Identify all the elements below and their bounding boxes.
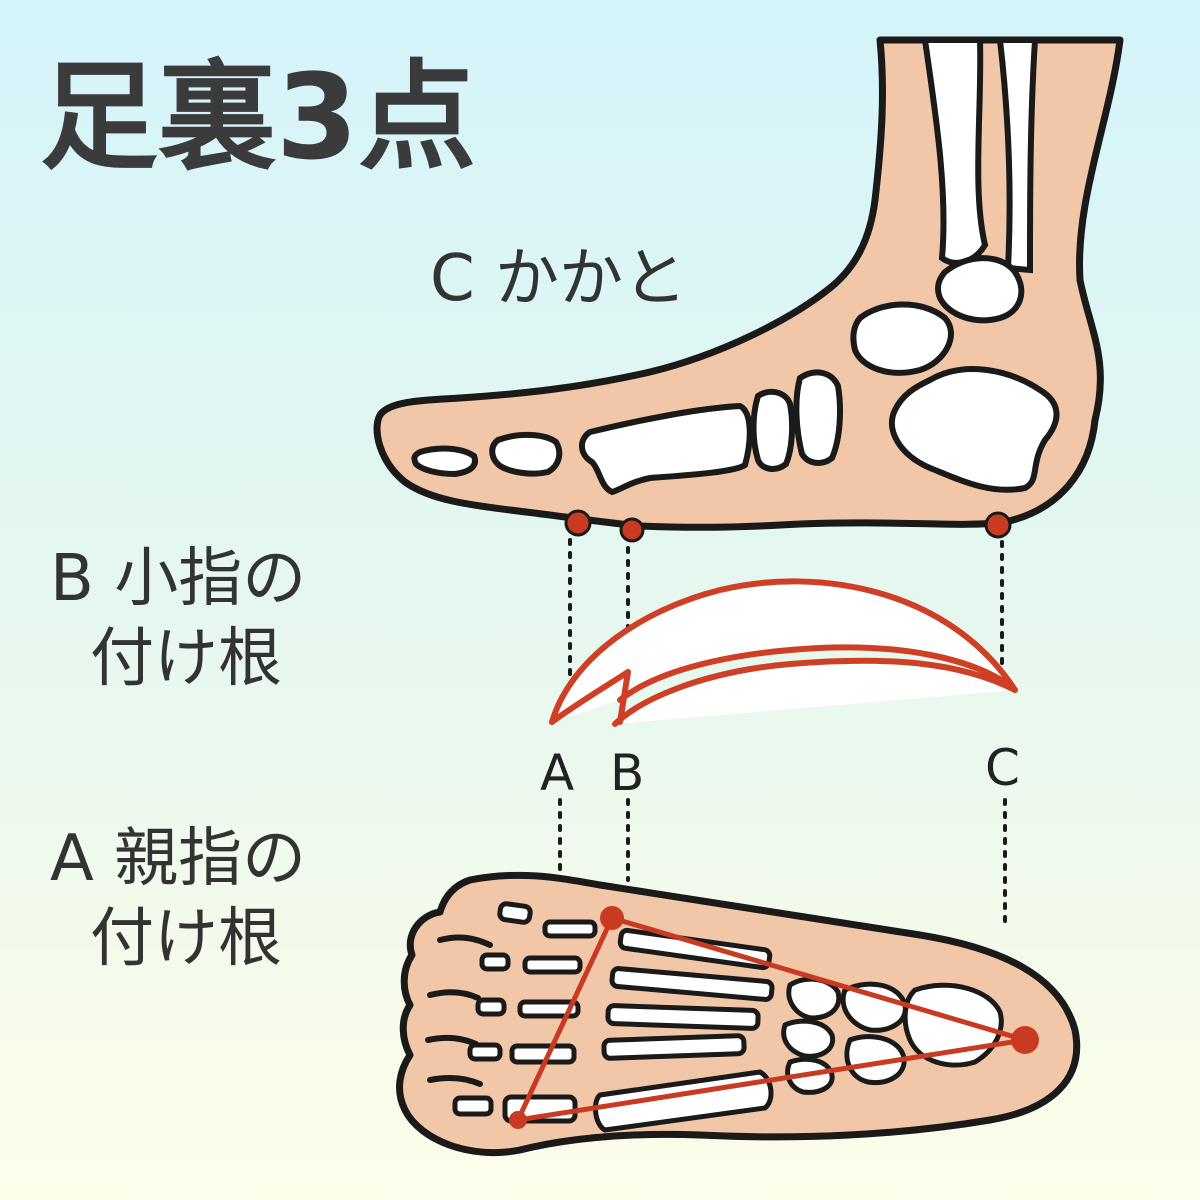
toe-bone-3 (479, 952, 511, 972)
sole-view-foot (396, 871, 1081, 1157)
toe-bone-2 (542, 919, 598, 939)
sole-metatarsal-1 (617, 927, 773, 971)
toe-phalanx-2 (411, 445, 478, 478)
page-title: 足裏3点 (40, 48, 476, 186)
side-view-foot (373, 36, 1124, 543)
label-a-line2: 付け根 (90, 902, 282, 976)
tripod-triangle (515, 915, 1028, 1123)
sole-metatarsal-2 (609, 966, 775, 1002)
arch-letter-a: A (540, 744, 574, 802)
toe-line-2 (427, 989, 481, 1001)
toe-bone-9 (452, 1095, 494, 1117)
label-a-line1: A 親指の (50, 822, 306, 896)
toe-bone-5 (475, 997, 507, 1017)
arch-b-divider (617, 669, 631, 725)
arch-letter-b: B (610, 744, 644, 802)
toe-phalanx-1 (489, 432, 563, 477)
arch-lower-b (612, 657, 1018, 727)
cuneiform-bone-1 (793, 369, 843, 466)
arch-outer (549, 578, 1018, 725)
triangle-side-ab (515, 915, 615, 1123)
triangle-side-ac (609, 915, 1028, 1043)
cuneiform-bone-2 (750, 388, 796, 472)
sole-metatarsal-4 (601, 1033, 747, 1061)
triangle-side-bc (515, 1037, 1028, 1123)
sole-point-b (509, 1111, 527, 1129)
metatarsal-bone (579, 402, 753, 496)
side-point-a (564, 509, 592, 537)
sole-point-c (1011, 1026, 1039, 1054)
label-b-line2: 付け根 (90, 622, 282, 696)
toe-bone-1 (497, 901, 533, 925)
arch-lower-a (549, 669, 631, 725)
tarsal-6 (902, 982, 1004, 1068)
label-b-line1: B 小指の (50, 542, 306, 616)
side-point-c (984, 511, 1012, 539)
arch-diagram: A B C (540, 578, 1020, 802)
fibula-bone (996, 37, 1039, 274)
toe-bone-4 (522, 955, 583, 975)
toe-line-3 (425, 1034, 479, 1047)
toe-line-4 (427, 1074, 483, 1087)
toe-line-1 (437, 934, 493, 948)
arch-letter-c: C (985, 739, 1020, 797)
sole-point-a (600, 906, 624, 930)
side-point-b (619, 517, 645, 543)
toe-bone-8 (509, 1043, 577, 1065)
navicular-bone (850, 301, 954, 376)
calcaneus-bone (888, 366, 1060, 493)
toe-bone-7 (467, 1042, 503, 1062)
toe-lines (425, 934, 493, 1087)
label-c-heel: C かかと (430, 242, 687, 316)
tarsal-4 (840, 981, 908, 1033)
toe-bone-6 (517, 999, 581, 1019)
talus-bone (934, 255, 1025, 324)
tarsal-2 (781, 1018, 836, 1059)
sole-metatarsal-3 (605, 1003, 761, 1031)
